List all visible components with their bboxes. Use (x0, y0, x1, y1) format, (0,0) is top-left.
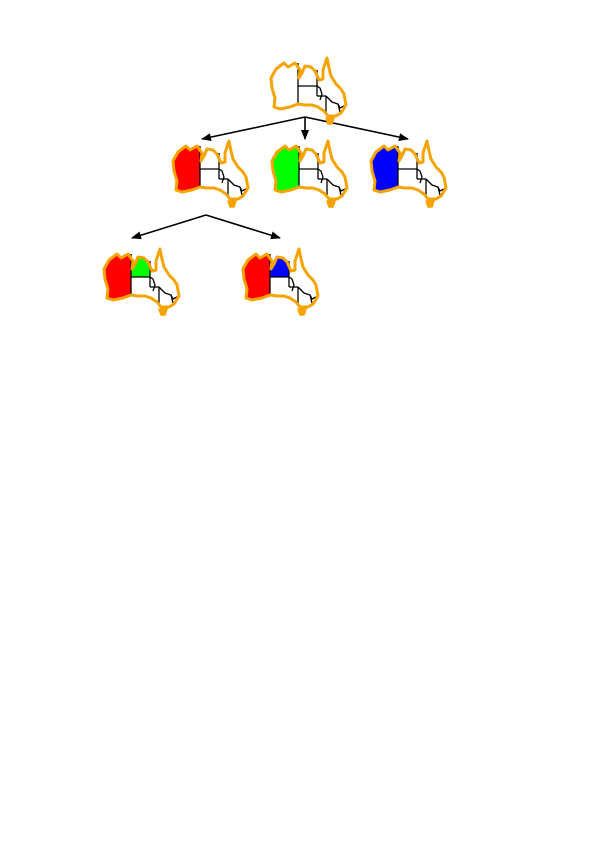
tasmania-shape (297, 308, 307, 316)
coast-outline (269, 56, 348, 118)
edge-wa-red-to-wa-red-nt-blue (205, 214, 281, 240)
coast-outline (241, 247, 320, 309)
tasmania-shape (227, 200, 237, 208)
coast-outline (171, 139, 250, 201)
map-node-wa-red-nt-blue (241, 247, 320, 316)
region-wa-fill (371, 146, 398, 192)
state-border (316, 85, 323, 101)
map-nodes (102, 56, 448, 316)
map-node-wa-red (171, 139, 250, 208)
edge-root-to-wa-blue (304, 116, 409, 142)
region-wa-fill (272, 146, 299, 192)
state-border (309, 294, 313, 304)
coast-outline (102, 247, 181, 309)
state-border (317, 168, 324, 184)
map-node-wa-green (270, 139, 349, 208)
state-border (149, 276, 156, 292)
state-border (170, 294, 174, 304)
region-wa-fill (173, 146, 200, 192)
tasmania-shape (158, 308, 168, 316)
edge-wa-red-to-wa-red-nt-green (131, 214, 207, 240)
state-border (288, 276, 295, 292)
state-border (416, 168, 423, 184)
map-node-wa-blue (369, 139, 448, 208)
tree-edges (131, 116, 409, 240)
edge-root-to-wa-red (201, 116, 306, 142)
state-border (337, 103, 341, 113)
state-border (437, 186, 441, 196)
map-background (271, 58, 346, 116)
tasmania-shape (325, 117, 335, 125)
map-node-root (269, 56, 348, 125)
state-border (218, 168, 225, 184)
coast-outline (369, 139, 448, 201)
tasmania-shape (425, 200, 435, 208)
state-border (239, 186, 243, 196)
state-border (338, 186, 342, 196)
coast-outline (270, 139, 349, 201)
map-node-wa-red-nt-green (102, 247, 181, 316)
region-wa-fill (104, 254, 131, 300)
region-wa-fill (243, 254, 270, 300)
tasmania-shape (326, 200, 336, 208)
